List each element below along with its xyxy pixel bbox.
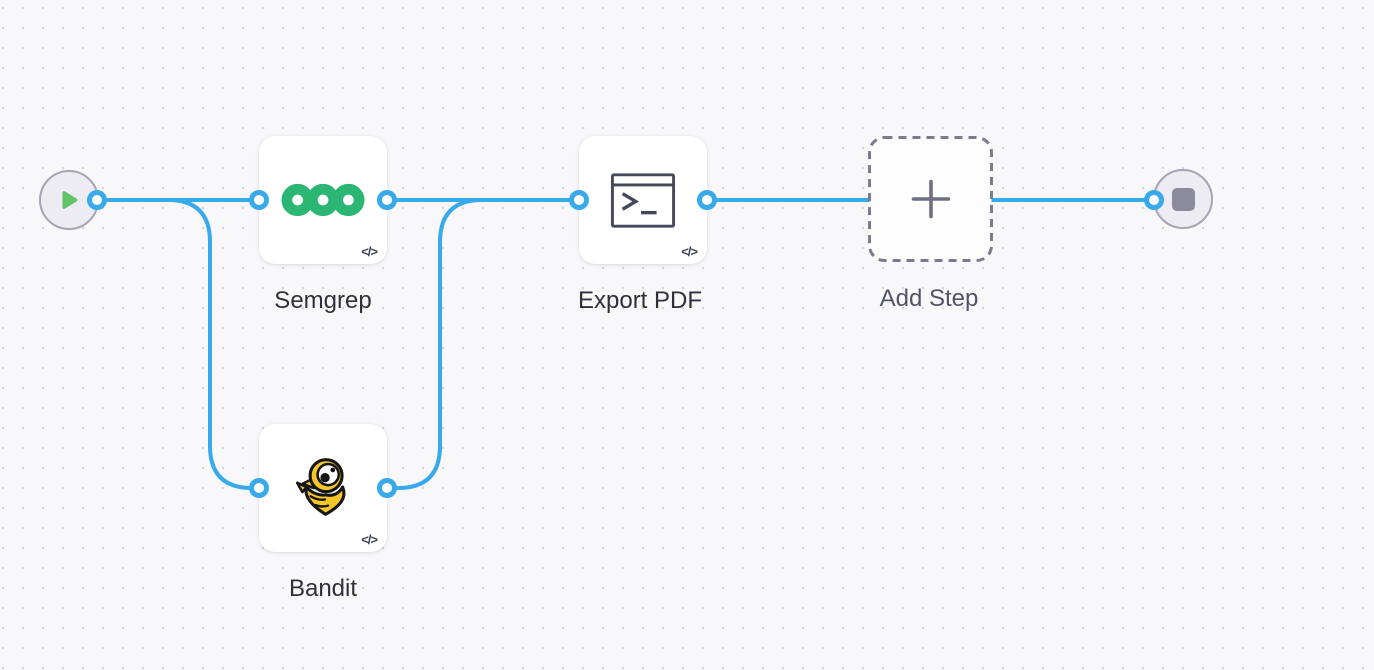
stop-icon: [1171, 187, 1195, 211]
node-label-semgrep: Semgrep: [274, 287, 372, 314]
port-end-in[interactable]: [1144, 190, 1164, 210]
node-label-add-step: Add Step: [879, 285, 979, 312]
port-export-pdf-in[interactable]: [569, 190, 589, 210]
semgrep-logo: [281, 183, 365, 217]
play-icon: [62, 191, 78, 209]
add-step-button[interactable]: [868, 136, 993, 262]
edge-bandit-to-exportpdf[interactable]: [387, 198, 579, 490]
terminal-icon: [610, 172, 676, 228]
node-label-export-pdf: Export PDF: [577, 287, 703, 314]
port-semgrep-in[interactable]: [249, 190, 269, 210]
port-export-pdf-out[interactable]: [697, 190, 717, 210]
node-export-pdf[interactable]: </>: [579, 136, 707, 264]
port-bandit-out[interactable]: [377, 478, 397, 498]
port-bandit-in[interactable]: [249, 478, 269, 498]
node-semgrep[interactable]: </>: [259, 136, 387, 264]
code-badge-icon: </>: [681, 244, 698, 259]
plus-icon: [911, 179, 950, 219]
node-bandit[interactable]: </>: [259, 424, 387, 552]
node-label-bandit: Bandit: [288, 575, 358, 602]
bandit-logo: [295, 458, 346, 516]
code-badge-icon: </>: [361, 244, 378, 259]
port-semgrep-out[interactable]: [377, 190, 397, 210]
port-start-out[interactable]: [87, 190, 107, 210]
code-badge-icon: </>: [361, 532, 378, 547]
edge-start-to-bandit[interactable]: [97, 198, 259, 490]
